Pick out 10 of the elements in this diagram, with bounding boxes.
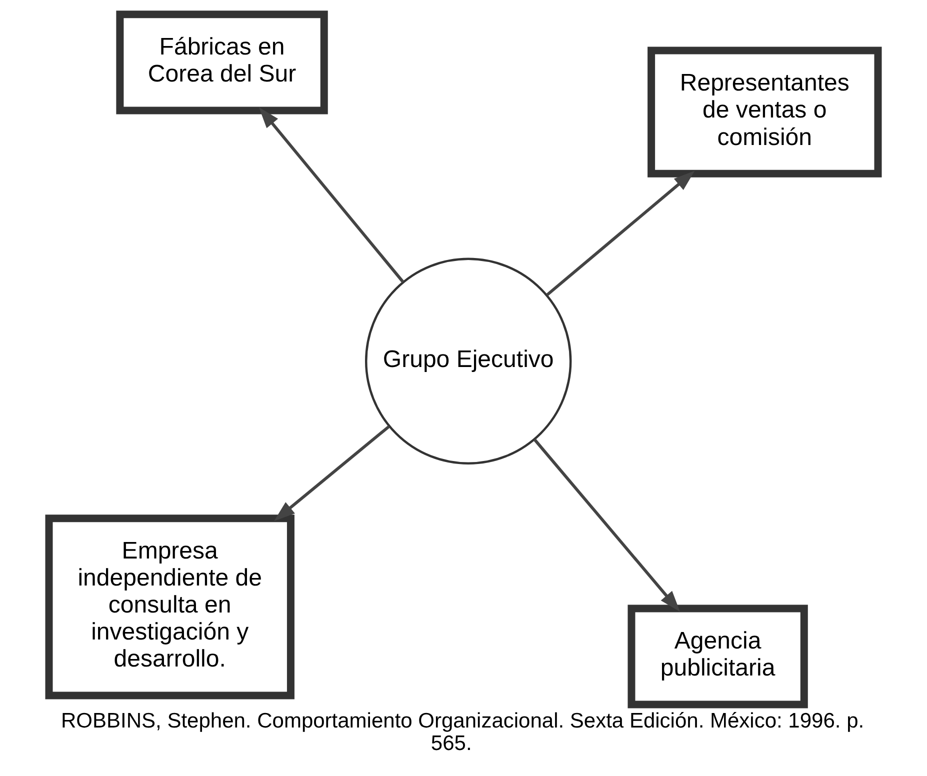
node-box: Fábricas en Corea del Sur <box>116 10 328 114</box>
arrow <box>258 107 404 283</box>
caption: ROBBINS, Stephen. Comportamiento Organizacional. Sexta Edición. México: 1996. p. 565. <box>61 709 864 755</box>
arrow <box>546 170 695 296</box>
arrow <box>274 425 390 522</box>
node-circle: Grupo Ejecutivo <box>364 258 572 464</box>
node-box: Agencia publicitaria <box>628 604 808 708</box>
arrow <box>533 438 680 612</box>
node-box: Representantes de ventas o comisión <box>648 46 882 178</box>
node-box: Empresa independiente de consulta en investigación y desarrollo. <box>45 514 294 700</box>
